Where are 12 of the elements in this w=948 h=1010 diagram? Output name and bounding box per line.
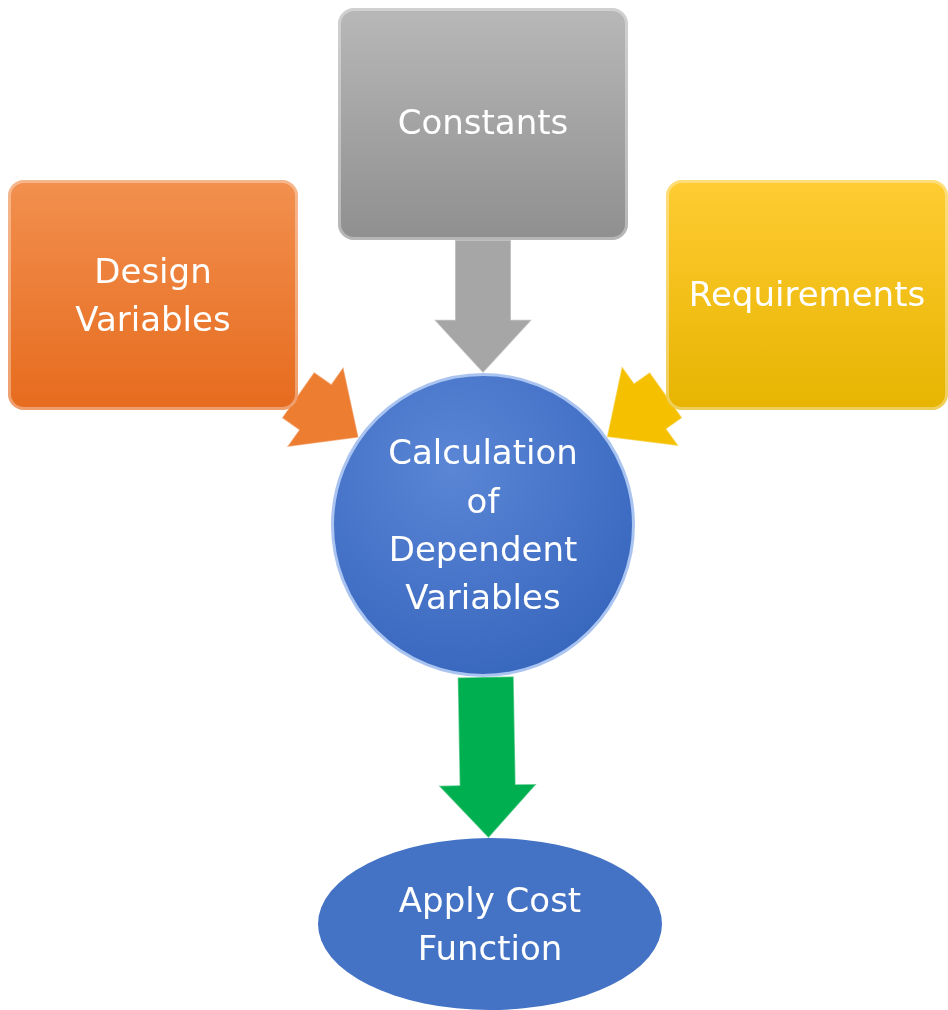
process-box bbox=[338, 8, 628, 240]
node-label: Constants bbox=[396, 101, 570, 144]
process-box bbox=[8, 180, 298, 410]
block-arrow bbox=[432, 239, 534, 375]
block-arrow bbox=[280, 365, 360, 449]
block-arrow bbox=[606, 364, 684, 448]
block-arrow bbox=[436, 675, 539, 840]
node-label: Design Variables bbox=[74, 249, 232, 341]
process-box bbox=[666, 180, 948, 410]
node-label: Apply Cost Function bbox=[397, 878, 583, 970]
node-label: Requirements bbox=[687, 273, 927, 316]
node-label: Calculation of Dependent Variables bbox=[387, 431, 579, 620]
